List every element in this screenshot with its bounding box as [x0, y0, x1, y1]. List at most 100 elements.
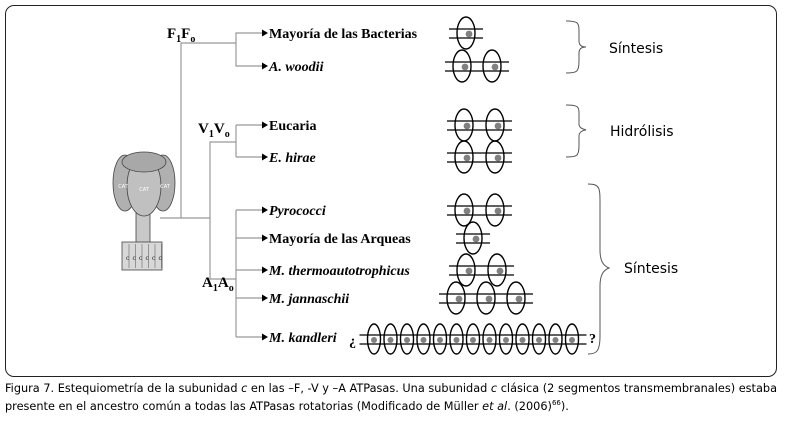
- c-subunit-hairpin: [432, 323, 448, 355]
- cat-label-center: CAT: [139, 187, 150, 193]
- side-label-sintesis-bottom: Síntesis: [624, 261, 678, 277]
- organism-label-8: M. kandleri: [268, 331, 337, 346]
- c-subunit-hairpin: [515, 323, 530, 355]
- c-subunit-hairpin: [456, 16, 476, 50]
- c-ring-subunit-label: c: [146, 255, 150, 262]
- arrowhead-1: [262, 62, 268, 70]
- cat-label-left: CAT: [118, 184, 129, 190]
- ion-binding-site: [461, 63, 469, 71]
- c-subunit-hairpin: [399, 323, 415, 355]
- ion-binding-site: [569, 337, 575, 343]
- ion-binding-site: [519, 337, 526, 343]
- c-subunit-hairpin: [449, 323, 464, 355]
- tree-a-leaves: [235, 209, 262, 338]
- side-label-sintesis-top: Síntesis: [609, 41, 663, 57]
- ion-binding-site: [491, 63, 499, 71]
- ion-binding-site: [387, 337, 394, 343]
- c-subunit-hairpin: [482, 49, 502, 83]
- ion-binding-site: [472, 235, 480, 243]
- ion-binding-site: [503, 337, 509, 343]
- c-subunit-hairpin: [498, 323, 514, 355]
- side-label-hidrolisis: Hidrólisis: [610, 124, 674, 140]
- c-subunit-hairpin: [454, 140, 474, 174]
- tree-f-branch: [180, 42, 236, 218]
- organism-label-4: Pyrococci: [269, 204, 326, 219]
- organism-label-6: M. thermoautotrophicus: [268, 264, 410, 279]
- c-subunit-hairpin: [564, 323, 580, 355]
- ion-binding-site: [420, 337, 427, 343]
- glyph-row-0: [449, 16, 483, 50]
- organism-label-3: E. hirae: [268, 151, 316, 166]
- c-subunit-hairpin: [446, 281, 466, 315]
- c-subunit-hairpin: [416, 323, 431, 355]
- glyph-row-3: [447, 140, 512, 174]
- ion-binding-site: [437, 337, 443, 343]
- glyph-row-8: [359, 323, 587, 355]
- c-subunit-glyphs: [359, 16, 587, 355]
- c-subunit-hairpin: [506, 281, 526, 315]
- ion-binding-site: [465, 30, 473, 38]
- organism-label-2: Eucaria: [269, 119, 316, 134]
- kandleri-open-mark: ¿: [349, 334, 356, 349]
- organism-label-1: A. woodii: [268, 60, 324, 75]
- c-subunit-hairpin: [485, 140, 505, 174]
- ion-binding-site: [453, 337, 460, 343]
- kandleri-close-mark: ?: [589, 332, 596, 347]
- organism-label-0: Mayoría de las Bacterias: [269, 27, 418, 42]
- glyph-row-1: [445, 49, 509, 83]
- glyph-row-6: [449, 253, 514, 287]
- c-subunit-hairpin: [463, 221, 483, 255]
- organism-label-5: Mayoría de las Arqueas: [269, 232, 411, 247]
- ion-binding-site: [463, 207, 471, 215]
- c-ring-subunit-label: c: [133, 255, 137, 262]
- tree-a-branch: [209, 218, 236, 280]
- brace-hidrolisis: [565, 104, 587, 158]
- ion-binding-site: [485, 295, 493, 303]
- c-ring-subunit-label: c: [152, 255, 156, 262]
- c-ring-subunit-label: c: [126, 255, 130, 262]
- c-subunit-hairpin: [383, 323, 398, 355]
- glyph-row-5: [456, 221, 490, 255]
- arrowhead-0: [262, 29, 268, 37]
- ion-binding-site: [465, 267, 473, 275]
- organism-label-7: M. jannaschii: [268, 292, 349, 307]
- arrowhead-6: [262, 266, 268, 274]
- arrowhead-3: [262, 153, 268, 161]
- ion-binding-site: [404, 337, 410, 343]
- arrowhead-4: [262, 206, 268, 214]
- ion-binding-site: [552, 337, 559, 343]
- c-subunit-hairpin: [366, 323, 382, 355]
- c-subunit-hairpin: [548, 323, 563, 355]
- arrowheads: [262, 29, 268, 341]
- brace-sintesis-bottom: [587, 183, 611, 355]
- c-subunit-hairpin: [485, 193, 505, 227]
- glyph-row-4: [447, 193, 512, 227]
- c-subunit-hairpin: [454, 193, 474, 227]
- ion-binding-site: [494, 154, 502, 162]
- ion-binding-site: [463, 122, 471, 130]
- c-subunit-hairpin: [456, 253, 476, 287]
- group-label-f1fo: F1Fo: [167, 26, 195, 45]
- arrowhead-2: [262, 121, 268, 129]
- ion-binding-site: [496, 267, 504, 275]
- tree-f-leaves: [235, 32, 262, 67]
- arrowhead-5: [262, 234, 268, 242]
- brace-sintesis-top: [565, 20, 587, 74]
- tree-v-branch: [209, 141, 236, 218]
- ion-binding-site: [494, 207, 502, 215]
- c-subunit-hairpin: [531, 323, 547, 355]
- group-label-v1vo: V1Vo: [198, 121, 230, 140]
- group-label-a1ao: A1Ao: [202, 275, 234, 294]
- ion-binding-site: [536, 337, 542, 343]
- c-subunit-hairpin: [487, 253, 507, 287]
- ion-binding-site: [463, 154, 471, 162]
- ion-binding-site: [455, 295, 463, 303]
- tree-v-leaves: [235, 124, 262, 158]
- arrowhead-7: [262, 294, 268, 302]
- ion-binding-site: [470, 337, 476, 343]
- c-subunit-hairpin: [476, 281, 496, 315]
- braces: [565, 20, 611, 355]
